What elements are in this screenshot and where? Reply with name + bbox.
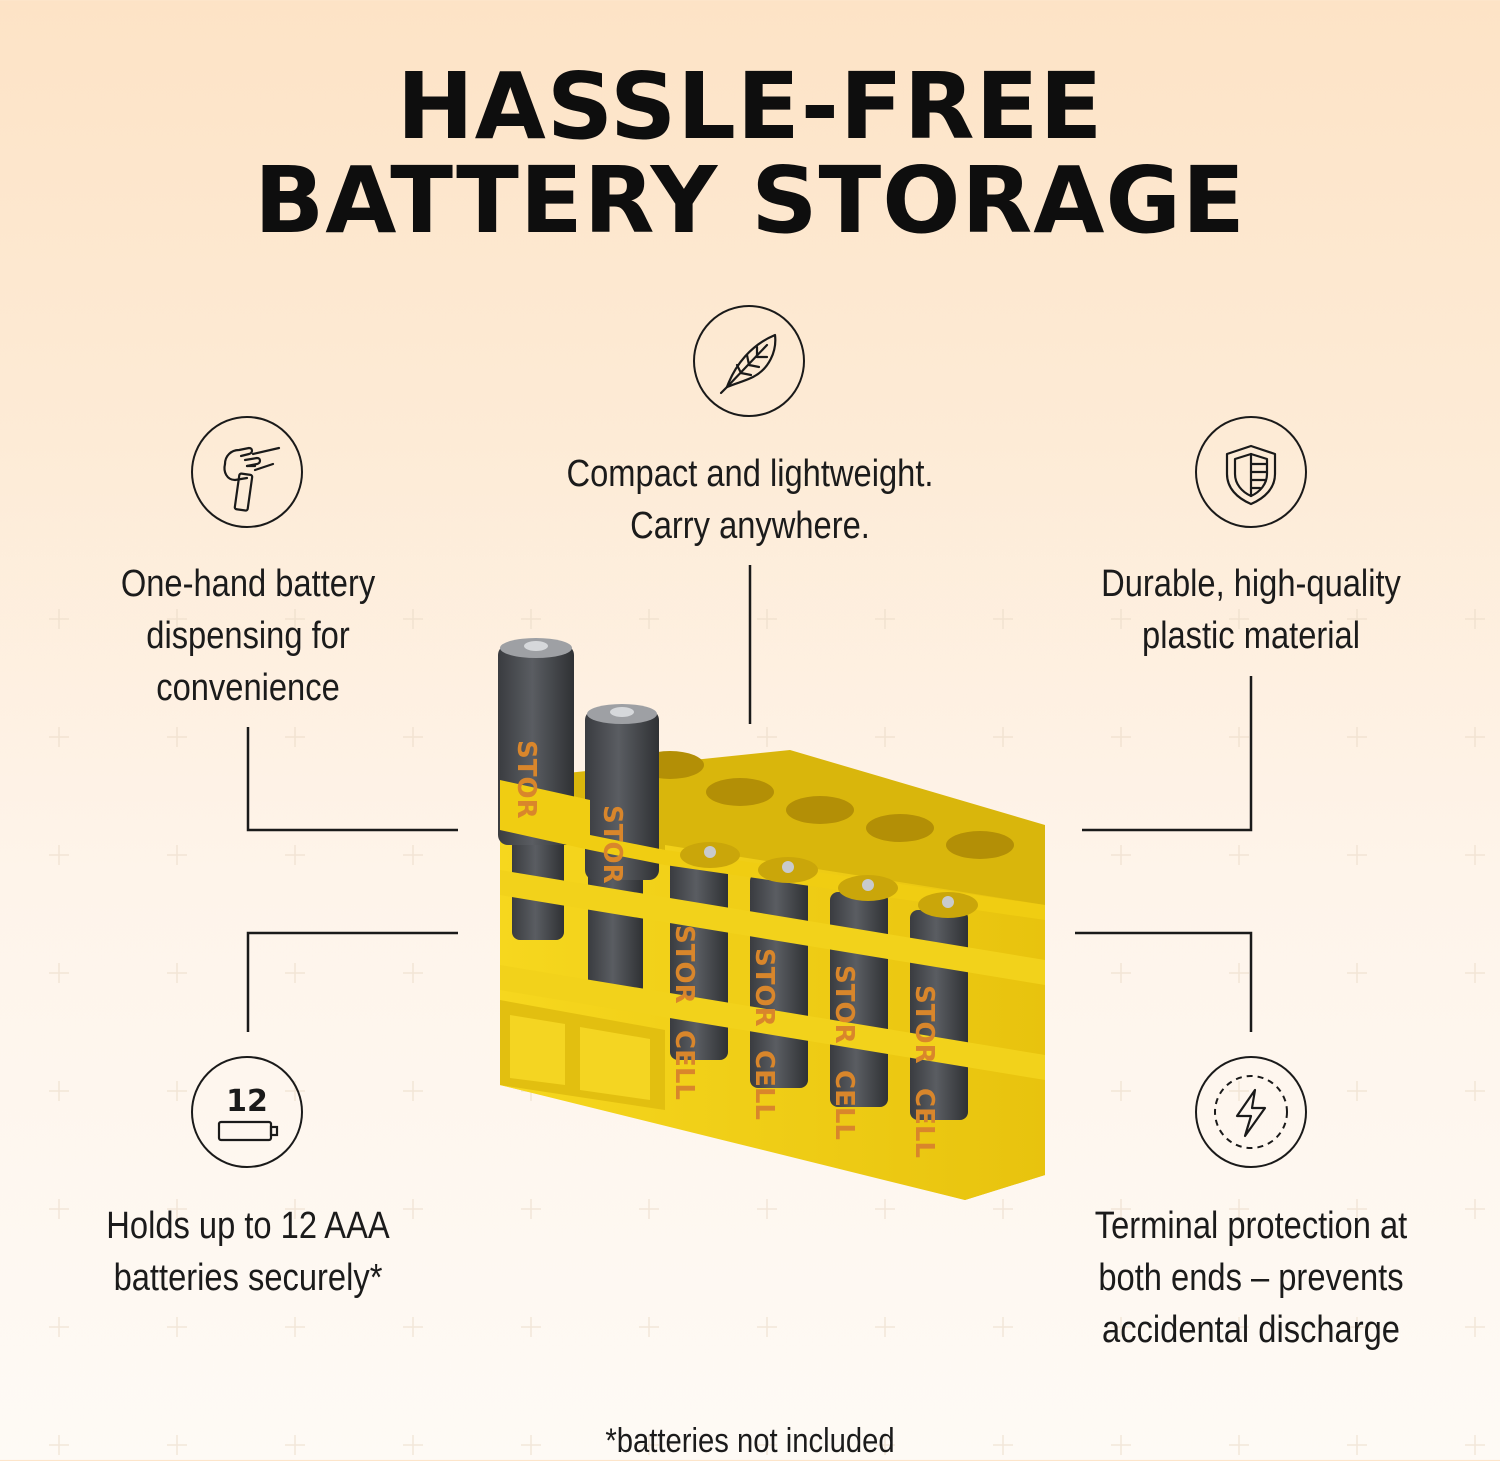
hand-pull-icon (191, 416, 303, 528)
svg-text:CELL: CELL (829, 1070, 859, 1140)
svg-text:STOR: STOR (909, 985, 939, 1064)
lightning-bolt-icon (1195, 1056, 1307, 1168)
svg-text:CELL: CELL (749, 1050, 779, 1120)
battery-brand-text: STOR (511, 740, 541, 819)
svg-text:STOR: STOR (669, 925, 699, 1004)
headline-line-2: BATTERY STORAGE (254, 147, 1246, 254)
battery-count-icon: 12 (191, 1056, 303, 1168)
svg-text:CELL: CELL (669, 1030, 699, 1100)
svg-text:STOR: STOR (829, 965, 859, 1044)
battery-count-number: 12 (226, 1084, 268, 1119)
svg-text:CELL: CELL (909, 1088, 939, 1158)
shield-icon (1195, 416, 1307, 528)
svg-text:STOR: STOR (749, 948, 779, 1027)
feather-icon (693, 305, 805, 417)
feature-text-one-hand: One-hand battery dispensing for convenie… (120, 563, 376, 709)
headline-line-1: HASSLE-FREE (396, 53, 1104, 160)
footnote: *batteries not included (605, 1422, 895, 1460)
headline: HASSLE-FREE BATTERY STORAGE (0, 60, 1500, 248)
svg-text:STOR: STOR (597, 805, 627, 884)
feature-text-durable: Durable, high-quality plastic material (1101, 563, 1401, 657)
feature-text-capacity: Holds up to 12 AAA batteries securely* (106, 1205, 390, 1299)
feature-text-terminal: Terminal protection at both ends – preve… (1094, 1205, 1408, 1351)
battery-case-image: STOR STOR STOR STOR STOR STOR CELL CELL … (498, 638, 1045, 1200)
feature-text-lightweight: Compact and lightweight. Carry anywhere. (566, 453, 934, 547)
